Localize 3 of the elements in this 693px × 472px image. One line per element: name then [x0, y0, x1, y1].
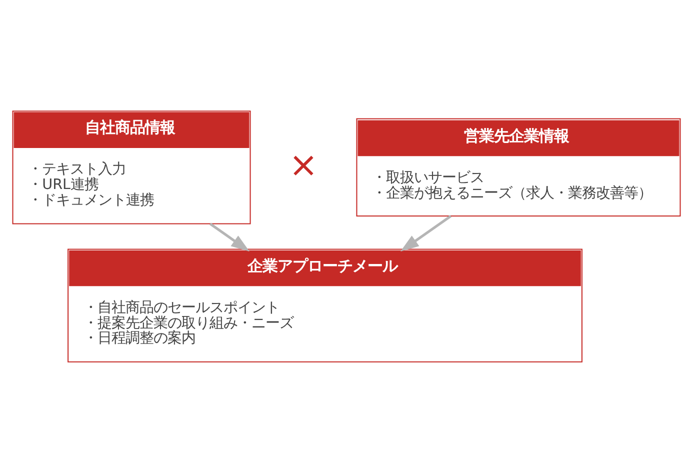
arrow	[209, 222, 250, 251]
arrow	[400, 214, 452, 252]
label: ×	[288, 144, 318, 185]
